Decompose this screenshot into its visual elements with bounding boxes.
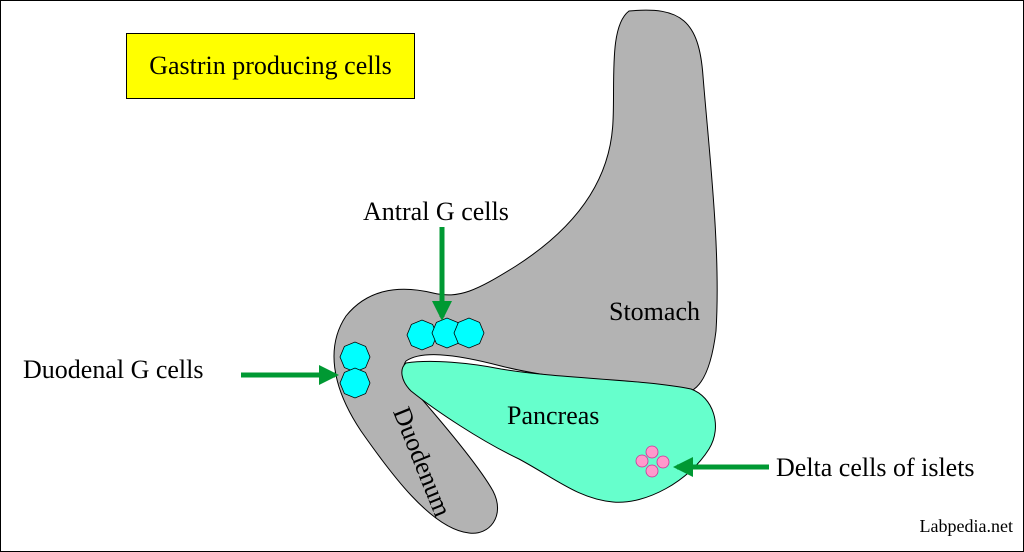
duodenal-g-cells-label: Duodenal G cells xyxy=(23,355,204,384)
title-text: Gastrin producing cells xyxy=(149,51,392,80)
watermark: Labpedia.net xyxy=(919,516,1013,536)
title-box: Gastrin producing cells xyxy=(126,33,415,99)
delta-cell xyxy=(645,464,659,478)
pancreas-label: Pancreas xyxy=(507,401,600,430)
duodenal-g-cell xyxy=(339,367,371,399)
pancreas-shape xyxy=(401,360,716,503)
antral-g-cell xyxy=(431,317,463,349)
delta-cell xyxy=(645,445,659,459)
duodenal-g-cells xyxy=(339,341,371,399)
duodenal-g-cell xyxy=(339,341,371,373)
stomach-label: Stomach xyxy=(609,297,700,326)
delta-cells-label: Delta cells of islets xyxy=(776,453,975,482)
antral-g-cell xyxy=(453,317,485,349)
delta-cell xyxy=(635,454,649,468)
antral-g-cell xyxy=(406,319,438,351)
delta-cell xyxy=(656,455,670,469)
delta-cells xyxy=(635,445,670,478)
stomach-duodenum-shape xyxy=(333,9,718,534)
antral-g-cells-label: Antral G cells xyxy=(363,197,509,226)
antral-g-cells xyxy=(406,317,485,351)
